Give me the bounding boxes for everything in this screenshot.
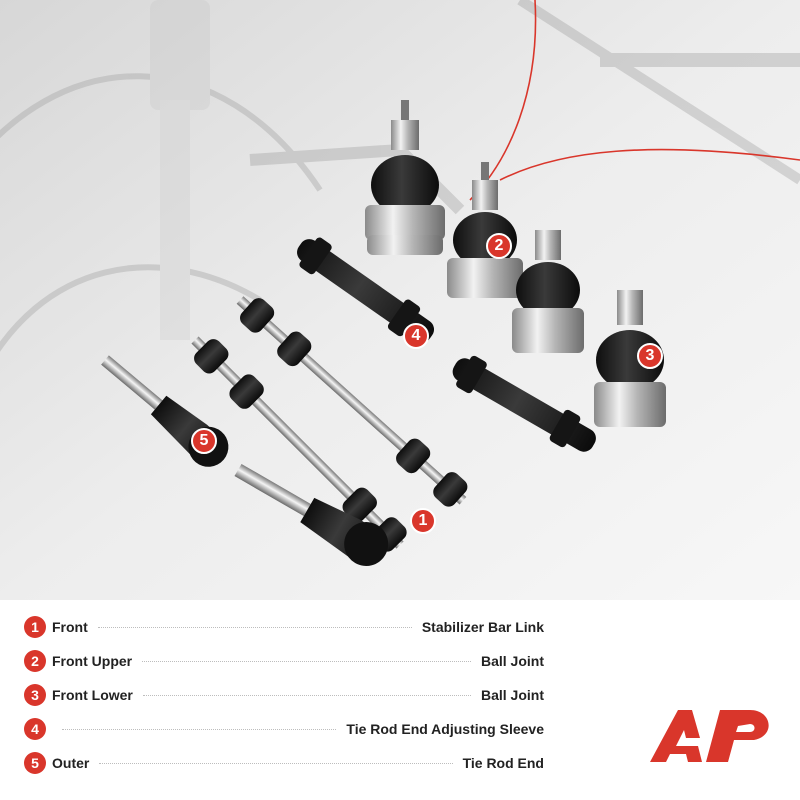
legend-part-name: Stabilizer Bar Link <box>421 619 544 635</box>
background-suspension <box>0 0 800 353</box>
product-photo <box>0 0 800 600</box>
legend-row-2: 2 Front Upper Ball Joint <box>24 644 544 678</box>
callout-badge-1: 1 <box>410 508 436 534</box>
adjusting-sleeve-4b <box>452 355 596 452</box>
legend-leader <box>142 660 471 662</box>
legend-part-name: Ball Joint <box>480 687 544 703</box>
legend-row-4: 4 Tie Rod End Adjusting Sleeve <box>24 712 544 746</box>
legend-leader <box>62 728 337 730</box>
legend-leader <box>97 626 412 628</box>
legend-leader <box>142 694 471 696</box>
legend-number: 5 <box>24 752 46 774</box>
legend-row-1: 1 Front Stabilizer Bar Link <box>24 610 544 644</box>
legend-part-name: Tie Rod End <box>462 755 544 771</box>
legend-position: Front Lower <box>52 687 133 703</box>
stabilizer-link-a <box>236 296 468 507</box>
parts-legend: 1 Front Stabilizer Bar Link 2 Front Uppe… <box>24 610 544 780</box>
adjusting-sleeve-4a <box>297 237 435 343</box>
legend-position: Front Upper <box>52 653 133 669</box>
legend-part-name: Ball Joint <box>480 653 544 669</box>
tie-rod-end-5b <box>234 463 389 566</box>
legend-number: 2 <box>24 650 46 672</box>
legend-position: Outer <box>52 755 90 771</box>
legend-number: 1 <box>24 616 46 638</box>
callout-badge-4: 4 <box>403 323 429 349</box>
legend-number: 3 <box>24 684 46 706</box>
legend-row-5: 5 Outer Tie Rod End <box>24 746 544 780</box>
a-premium-logo <box>650 710 769 762</box>
ball-joint-3a <box>512 230 584 353</box>
legend-number: 4 <box>24 718 46 740</box>
legend-leader <box>99 762 453 764</box>
legend-row-3: 3 Front Lower Ball Joint <box>24 678 544 712</box>
callout-badge-2: 2 <box>486 233 512 259</box>
legend-position: Front <box>52 619 88 635</box>
callout-badge-3: 3 <box>637 343 663 369</box>
ball-joint-1 <box>365 100 445 255</box>
legend-part-name: Tie Rod End Adjusting Sleeve <box>346 721 544 737</box>
callout-badge-5: 5 <box>191 428 217 454</box>
